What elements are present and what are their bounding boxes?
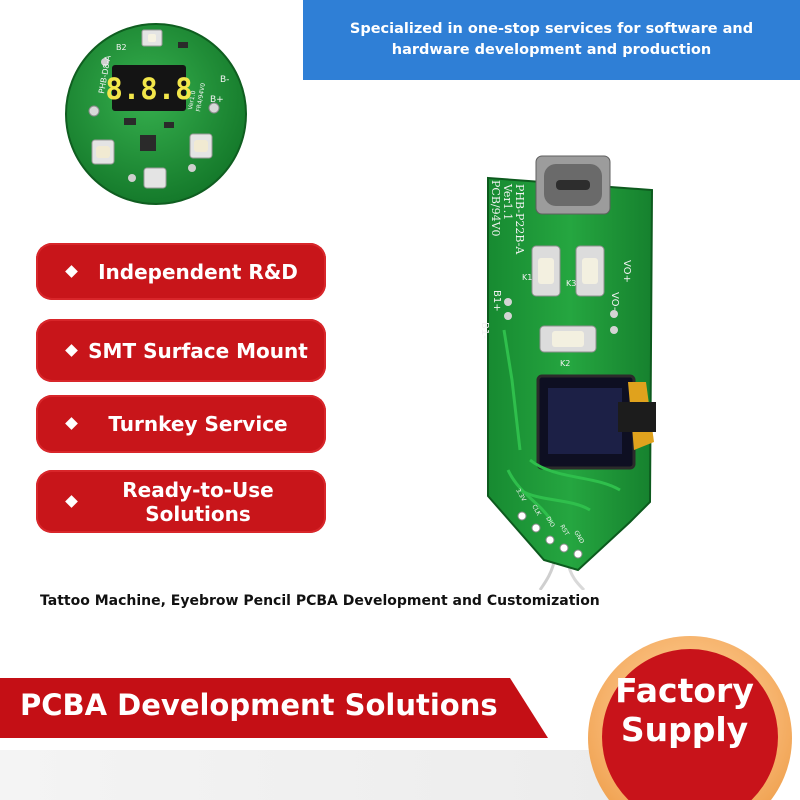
- tagline-text: Specialized in one-stop services for sof…: [349, 21, 754, 58]
- badge-text: Factory Supply: [602, 671, 767, 749]
- feature-label: SMT Surface Mount: [88, 338, 308, 363]
- long-pcb-silk-1: PHB-P22B-A: [513, 184, 526, 255]
- feature-label: Turnkey Service: [108, 412, 288, 436]
- round-pcb-pin-1: B-: [220, 75, 229, 85]
- pin-label-dio: DIO: [544, 516, 556, 529]
- bottom-banner: [0, 678, 548, 738]
- product-caption: Tattoo Machine, Eyebrow Pencil PCBA Deve…: [40, 593, 600, 609]
- svg-text:Ver1.1: Ver1.1: [501, 183, 514, 220]
- svg-text:PHB-P22B-A: PHB-P22B-A: [513, 184, 526, 255]
- feature-label: Ready-to-Use Solutions: [122, 477, 274, 526]
- pad-label-b1-plus: B1+: [491, 290, 502, 312]
- round-pcb-silk-2: Ver1.0: [187, 90, 197, 110]
- seven-segment-display: 8.8.8: [105, 72, 192, 106]
- bottom-banner-title: PCBA Development Solutions: [20, 688, 498, 722]
- svg-text:Ver1.0: Ver1.0: [187, 90, 197, 110]
- bottom-strip: [0, 750, 630, 800]
- pad-label-vo-minus: VO-: [609, 292, 620, 311]
- svg-text:FR4/94V0: FR4/94V0: [195, 82, 207, 112]
- round-pcb-pin-3: B2: [116, 43, 127, 52]
- switch-label-k1: K1: [522, 273, 532, 282]
- diamond-bullet-icon: [65, 494, 78, 508]
- badge-core: [602, 649, 778, 800]
- pad-label-vo-plus: VO+: [621, 260, 632, 283]
- diamond-bullet-icon: [65, 264, 78, 278]
- svg-text:DIO: DIO: [544, 516, 556, 529]
- svg-text:B1+: B1+: [491, 290, 502, 312]
- long-pcb-silk-3: PCB/94V0: [489, 180, 502, 237]
- switch-label-k3: K3: [566, 279, 576, 288]
- long-pcb-silk-2: Ver1.1: [501, 183, 514, 220]
- pad-label-b1-minus: B1-: [479, 322, 490, 339]
- feature-smt-surface-mount: SMT Surface Mount: [36, 319, 326, 382]
- badge-line-1: Factory: [615, 671, 754, 710]
- round-pcb-image: 8.8.8 PHB-D8-A Ver1.0 FR4/94V0 B- B+ B2: [65, 23, 247, 205]
- svg-text:VO-: VO-: [609, 292, 620, 311]
- feature-label: Independent R&D: [98, 259, 298, 284]
- diamond-bullet-icon: [65, 343, 78, 357]
- diamond-bullet-icon: [65, 417, 78, 430]
- feature-turnkey-service: Turnkey Service: [36, 395, 326, 453]
- svg-text:VO+: VO+: [621, 260, 632, 283]
- round-pcb-pin-2: B+: [210, 95, 224, 105]
- feature-ready-to-use: Ready-to-Use Solutions: [36, 470, 326, 533]
- round-pcb-silk-3: FR4/94V0: [195, 82, 207, 112]
- feature-independent-rd: Independent R&D: [36, 243, 326, 300]
- badge-line-2: Supply: [620, 710, 749, 749]
- switch-label-k2: K2: [560, 359, 570, 368]
- long-pcb-image: PHB-P22B-A Ver1.1 PCB/94V0 K1 K3 K2 VO+ …: [479, 155, 656, 590]
- top-banner: Specialized in one-stop services for sof…: [303, 0, 800, 80]
- svg-text:PCB/94V0: PCB/94V0: [489, 180, 502, 237]
- svg-text:B1-: B1-: [479, 322, 490, 339]
